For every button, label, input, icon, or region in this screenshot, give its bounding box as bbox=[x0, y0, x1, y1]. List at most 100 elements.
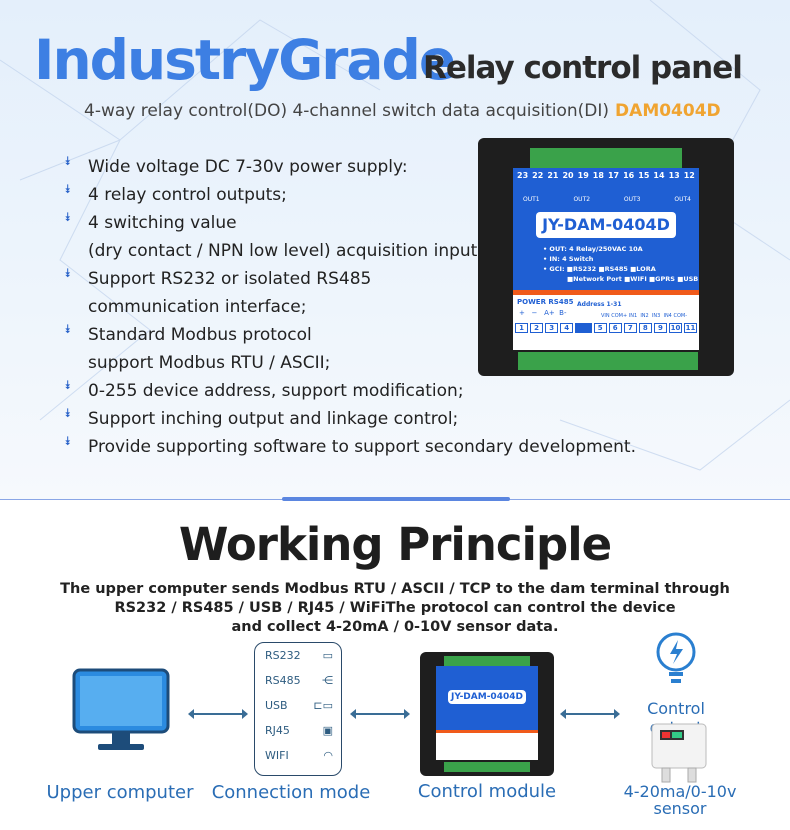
double-chevron-down-icon: ⯯ bbox=[64, 182, 72, 196]
db9-connector-icon: ▭ bbox=[322, 649, 333, 662]
subtitle-text: 4-way relay control(DO) 4-channel switch… bbox=[84, 101, 610, 121]
feature-item: ⯯4 relay control outputs; bbox=[64, 181, 644, 209]
monitor-icon bbox=[72, 668, 170, 750]
desc-line: The upper computer sends Modbus RTU / AS… bbox=[60, 581, 730, 597]
title-industry-grade: IndustryGrade bbox=[34, 28, 456, 92]
feature-item-cont: (dry contact / NPN low level) acquisitio… bbox=[64, 237, 644, 265]
feature-item: ⯯ Standard Modbus protocol bbox=[64, 321, 644, 349]
bottom-label-strip: POWER RS485 Address 1-31 + − A+ B- VIN C… bbox=[513, 290, 699, 350]
terminal-label: 14 bbox=[653, 171, 665, 180]
terminal-label: 12 bbox=[683, 171, 695, 180]
label-connection-mode: Connection mode bbox=[211, 782, 371, 803]
feature-item: ⯯ Support RS232 or isolated RS485 bbox=[64, 265, 644, 293]
device-specs: • OUT: 4 Relay/250VAC 10A• IN: 4 Switch•… bbox=[543, 244, 698, 284]
hero-section: IndustryGrade Relay control panel 4-way … bbox=[0, 0, 790, 500]
connection-usb: USB ⊏▭ bbox=[255, 693, 341, 718]
feature-text: Support RS232 or isolated RS485 bbox=[88, 269, 372, 289]
connection-rj45: RJ45▣ bbox=[255, 718, 341, 743]
model-number: DAM0404D bbox=[615, 101, 721, 121]
connection-mode-panel: RS232▭ RS485⋲ USB⊏▭ RJ45▣ WIFI◠ bbox=[254, 642, 342, 776]
feature-text: 0-255 device address, support modificati… bbox=[88, 381, 464, 401]
label-sensor: 4-20ma/0-10v sensor bbox=[623, 782, 737, 818]
desc-line: and collect 4-20mA / 0-10V sensor data. bbox=[231, 619, 559, 635]
terminal-label: 19 bbox=[577, 171, 589, 180]
feature-text: Wide voltage DC 7-30v power supply: bbox=[88, 157, 408, 177]
connection-label: RS485 bbox=[265, 674, 301, 687]
title-relay-control-panel: Relay control panel bbox=[423, 50, 743, 86]
label-control-module: Control module bbox=[417, 781, 557, 802]
feature-item: ⯯4 switching value bbox=[64, 209, 644, 237]
terminal-label: 22 bbox=[532, 171, 544, 180]
feature-text: Standard Modbus protocol bbox=[88, 325, 312, 345]
double-chevron-down-icon: ⯯ bbox=[64, 154, 72, 168]
power-label: POWER RS485 bbox=[517, 298, 574, 306]
terminal-label: 17 bbox=[607, 171, 620, 180]
feature-item: ⯯ Wide voltage DC 7-30v power supply: bbox=[64, 153, 644, 181]
spec-out: • OUT: 4 Relay/250VAC 10A bbox=[543, 245, 643, 253]
double-chevron-down-icon: ⯯ bbox=[64, 266, 72, 280]
label-upper-computer: Upper computer bbox=[46, 782, 194, 803]
terminal-label: 2 bbox=[530, 323, 544, 333]
terminal-label: 20 bbox=[562, 171, 574, 180]
feature-item: ⯯ Provide supporting software to support … bbox=[64, 433, 644, 461]
feature-item-cont: support Modbus RTU / ASCII; bbox=[64, 349, 644, 377]
power-signs: + − A+ B- bbox=[519, 309, 567, 317]
connection-rs485: RS485⋲ bbox=[255, 668, 341, 693]
bidirectional-arrow bbox=[188, 709, 248, 719]
feature-text: Support inching output and linkage contr… bbox=[88, 409, 459, 429]
terminal-label: 9 bbox=[653, 323, 667, 333]
out-label: OUT3 bbox=[623, 196, 641, 203]
double-chevron-down-icon: ⯯ bbox=[64, 378, 72, 392]
terminal-label: 16 bbox=[623, 171, 635, 180]
working-principle-title: Working Principle bbox=[178, 518, 612, 571]
bottom-label-strip bbox=[436, 730, 538, 760]
out-label: OUT1 bbox=[523, 196, 540, 203]
terminal-label: 6 bbox=[608, 323, 622, 333]
bidirectional-arrow bbox=[350, 709, 410, 719]
feature-text: Provide supporting software to support s… bbox=[88, 437, 636, 457]
address-label: Address 1-31 bbox=[577, 301, 622, 308]
terminal-label: 18 bbox=[592, 171, 604, 180]
device-name: JY-DAM-0404D bbox=[536, 212, 676, 238]
feature-list: ⯯Wide voltage DC 7-30v power supply: ⯯4 … bbox=[64, 153, 644, 461]
device-name: JY-DAM-0404D bbox=[448, 690, 526, 704]
desc-line: RS232 / RS485 / USB / RJ45 / WiFiThe pro… bbox=[114, 600, 676, 616]
terminal-label: 15 bbox=[638, 171, 650, 180]
subtitle: 4-way relay control(DO) 4-channel switch… bbox=[84, 101, 721, 121]
connection-label: USB bbox=[265, 699, 288, 712]
terminal-label: 21 bbox=[547, 171, 559, 180]
feature-item-cont: communication interface; bbox=[64, 293, 644, 321]
lightbulb-icon bbox=[656, 632, 696, 683]
terminal-label: 8 bbox=[638, 323, 652, 333]
ethernet-port-icon: ▣ bbox=[322, 724, 333, 737]
usb-plug-icon: ⊏▭ bbox=[313, 699, 333, 712]
connection-rs232: RS232▭ bbox=[255, 643, 341, 668]
terminal-label: 11 bbox=[684, 323, 698, 333]
terminal-label: 4 bbox=[560, 323, 574, 333]
double-chevron-down-icon: ⯯ bbox=[64, 322, 72, 336]
terminal-label: 10 bbox=[668, 323, 682, 333]
feature-text: communication interface; bbox=[88, 297, 307, 317]
device-image-small: JY-DAM-0404D bbox=[420, 652, 554, 776]
terminal-label: 7 bbox=[623, 323, 637, 333]
sensor-device-icon bbox=[651, 723, 707, 783]
principle-description: The upper computer sends Modbus RTU / AS… bbox=[40, 580, 750, 637]
device-panel: JY-DAM-0404D bbox=[436, 666, 538, 760]
terminal-label: 1 bbox=[515, 323, 529, 333]
feature-text: support Modbus RTU / ASCII; bbox=[88, 353, 331, 373]
terminal-label: 5 bbox=[593, 323, 607, 333]
feature-item: ⯯ 0-255 device address, support modificat… bbox=[64, 377, 644, 405]
top-terminal-block bbox=[530, 148, 682, 170]
dip-switch bbox=[575, 323, 592, 333]
terminal-label: 23 bbox=[517, 171, 529, 180]
spec-gci2: ■Network Port ■WIFI ■GPRS ■USB bbox=[567, 275, 699, 283]
section-divider bbox=[0, 497, 790, 501]
feature-text: 4 switching value bbox=[88, 213, 237, 233]
double-chevron-down-icon: ⯯ bbox=[64, 434, 72, 448]
terminal-label: 13 bbox=[668, 171, 680, 180]
bidirectional-arrow bbox=[560, 709, 620, 719]
